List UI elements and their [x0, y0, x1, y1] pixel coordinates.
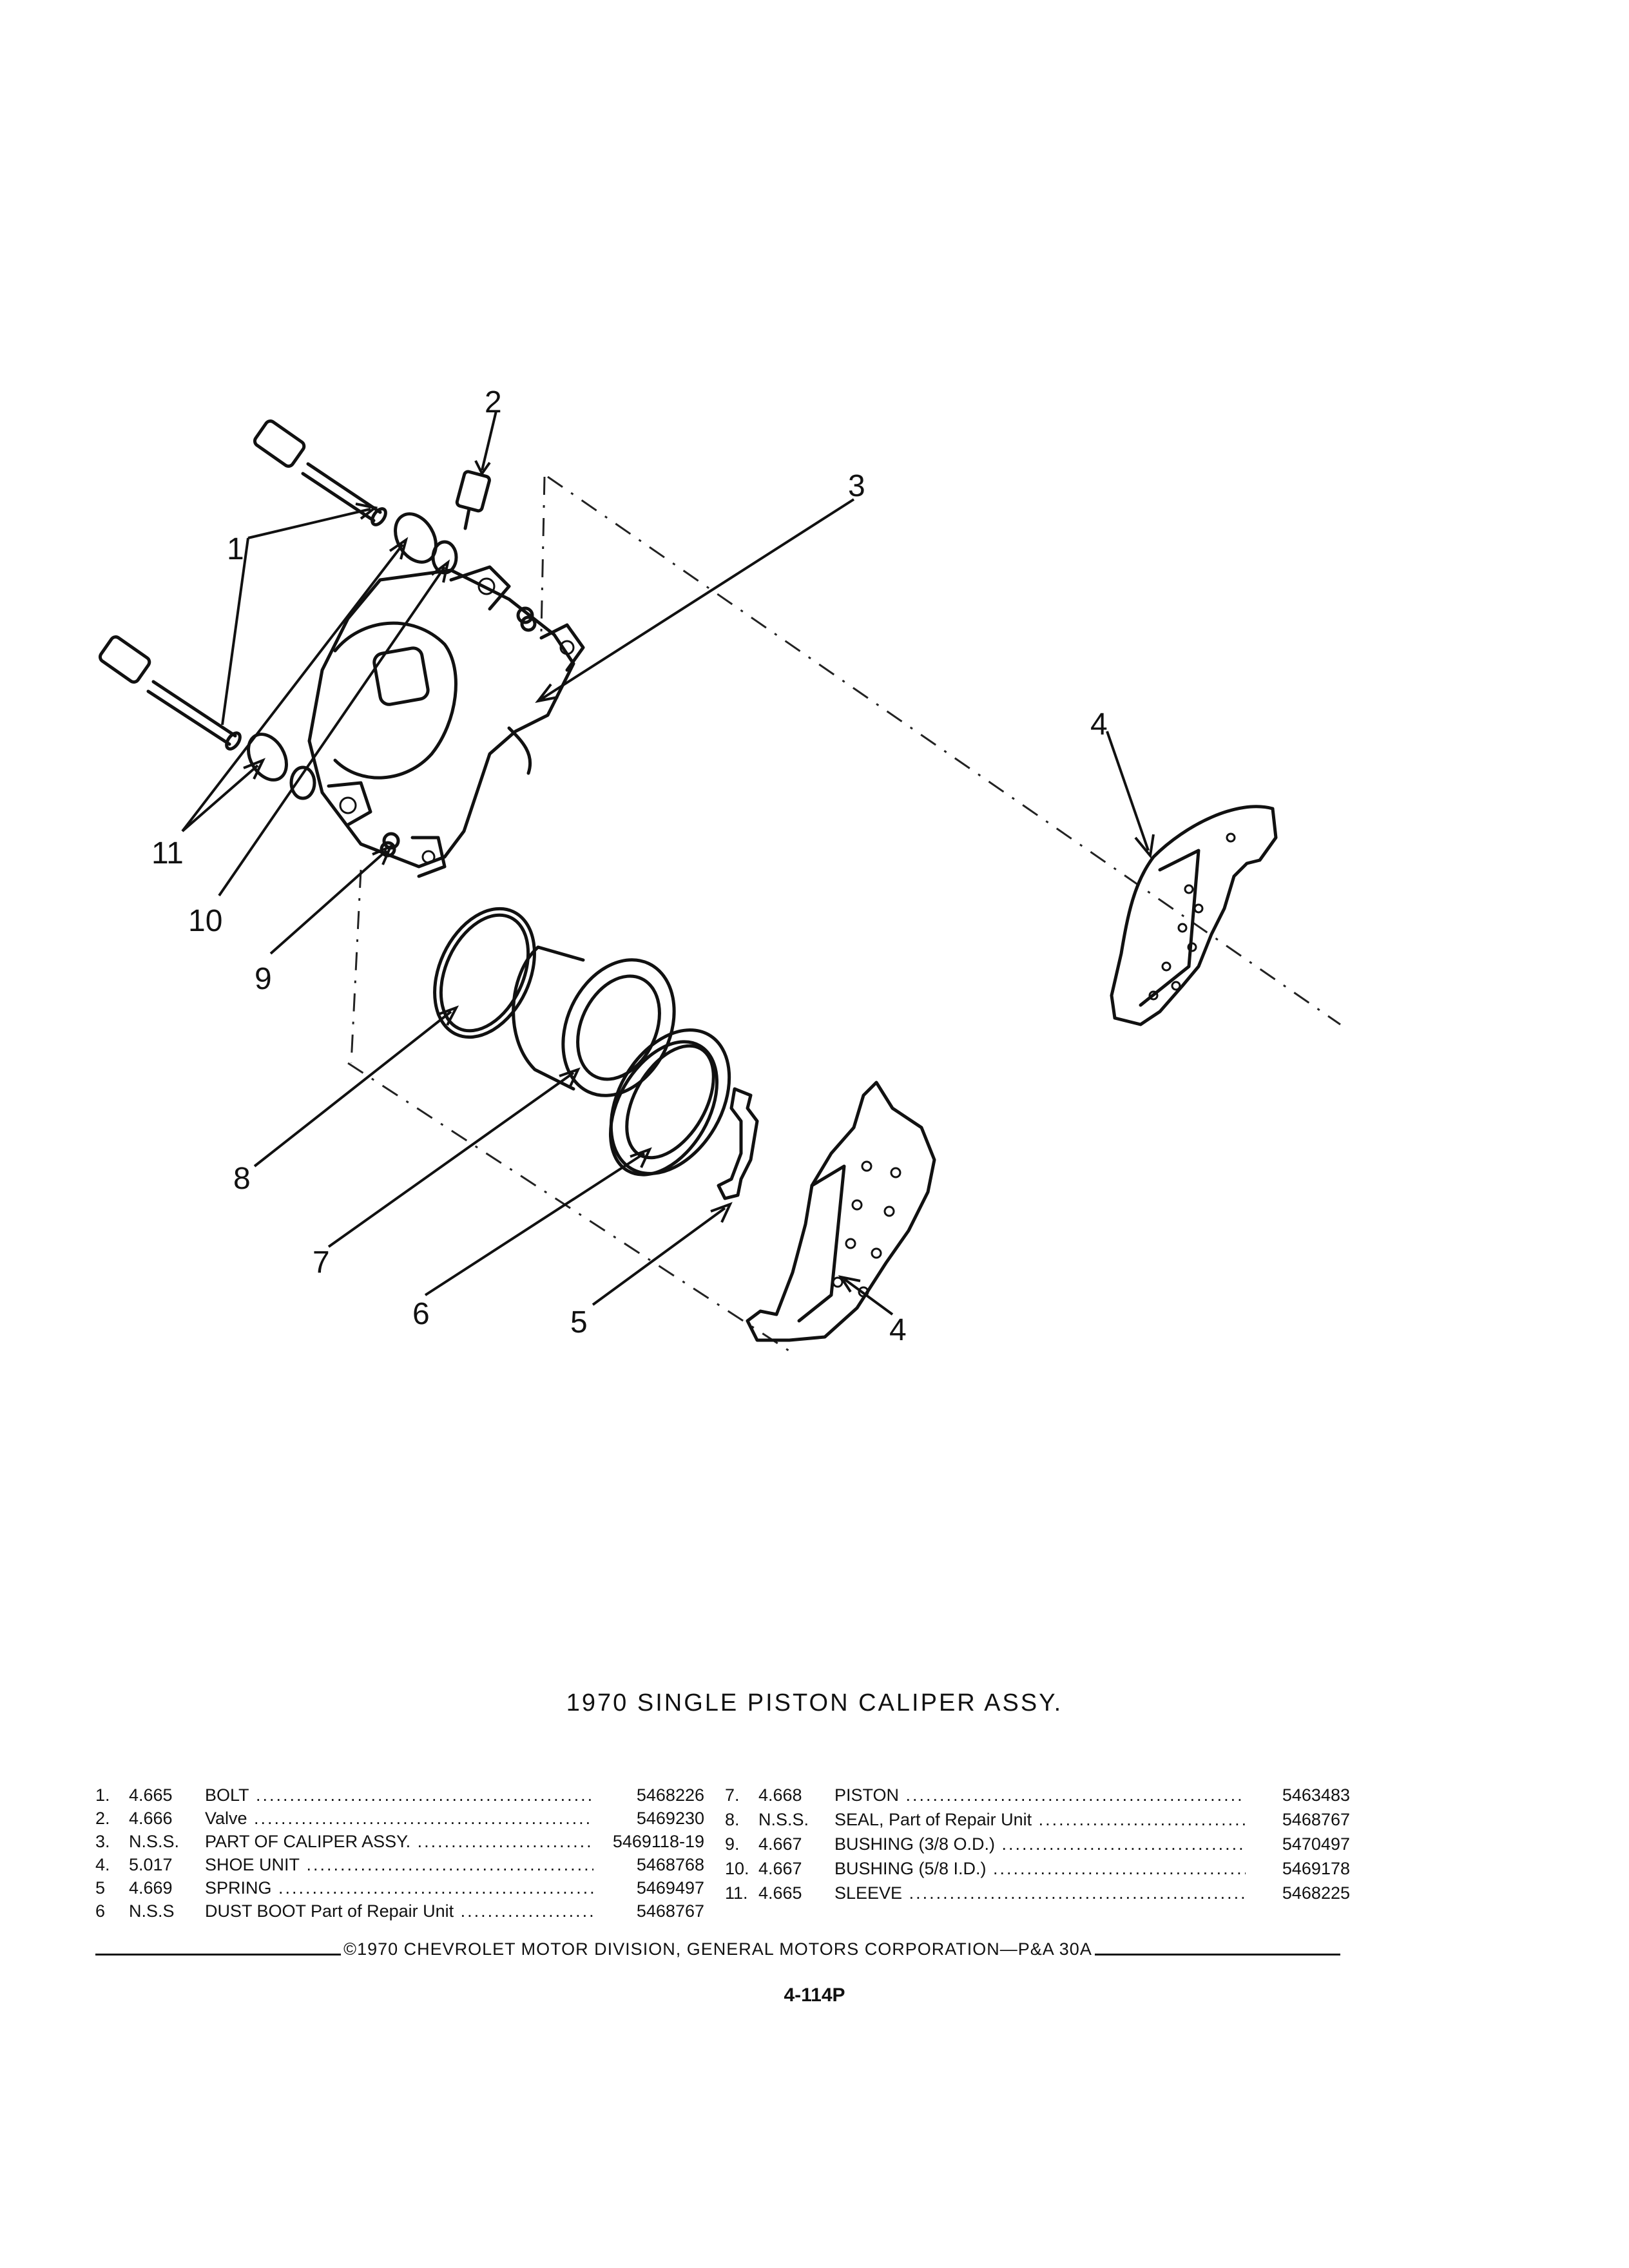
part-number: 5463483: [1282, 1785, 1350, 1805]
group-code: 4.667: [758, 1834, 802, 1854]
group-code: 4.666: [129, 1809, 173, 1828]
callout-8: 8: [233, 1162, 251, 1196]
parts-row: 11. 4.665 SLEEVE 5468225: [725, 1881, 1350, 1905]
callout-5: 5: [570, 1305, 588, 1340]
part-name: PART OF CALIPER ASSY.: [205, 1830, 593, 1853]
exploded-caliper-diagram: 1 2 3 4 4 5 6 7 8 9 10 11: [98, 385, 1341, 1354]
group-code: 4.665: [129, 1785, 173, 1805]
part-number: 5468767: [1282, 1810, 1350, 1829]
group-code: 4.667: [758, 1859, 802, 1878]
part-name: Valve: [205, 1807, 593, 1830]
group-code: 4.669: [129, 1878, 173, 1898]
parts-row: 6 N.S.S DUST BOOT Part of Repair Unit 54…: [95, 1899, 704, 1923]
rule-right: [1094, 1954, 1341, 1956]
parts-row: 10. 4.667 BUSHING (5/8 I.D.) 5469178: [725, 1857, 1350, 1880]
centerline-upper: [547, 476, 1341, 1026]
assembly-title: 1970 SINGLE PISTON CALIPER ASSY.: [566, 1689, 1063, 1716]
group-code: N.S.S: [129, 1901, 175, 1921]
spring-clip: [717, 1087, 759, 1200]
item-number: 6: [95, 1901, 106, 1921]
centerline-bracket-left: [350, 476, 546, 1064]
bleeder-valve: [455, 470, 491, 530]
callout-1: 1: [227, 532, 244, 566]
callout-3: 3: [848, 469, 865, 503]
part-number: 5469178: [1282, 1859, 1350, 1878]
callout-6: 6: [412, 1297, 430, 1331]
group-code: N.S.S.: [129, 1832, 180, 1851]
callout-9: 9: [255, 962, 272, 996]
callout-2: 2: [485, 385, 502, 419]
caliper-body: [307, 565, 585, 878]
part-number: 5470497: [1282, 1834, 1350, 1854]
callout-7: 7: [313, 1245, 330, 1280]
shoe-upper: [1110, 805, 1278, 1026]
piston: [512, 945, 676, 1097]
parts-row: 9. 4.667 BUSHING (3/8 O.D.) 5470497: [725, 1832, 1350, 1856]
callout-10: 10: [188, 904, 222, 938]
group-code: 5.017: [129, 1855, 173, 1874]
part-name: SHOE UNIT: [205, 1853, 593, 1876]
callout-4-lower: 4: [889, 1313, 907, 1347]
parts-row: 3. N.S.S. PART OF CALIPER ASSY. 5469118-…: [95, 1830, 704, 1853]
item-number: 1.: [95, 1785, 110, 1805]
part-name: BUSHING (5/8 I.D.): [834, 1857, 1246, 1880]
part-number: 5468225: [1282, 1883, 1350, 1903]
part-number: 5469497: [636, 1878, 704, 1898]
part-number: 5468226: [636, 1785, 704, 1805]
part-number: 5468768: [636, 1855, 704, 1874]
group-code: 4.665: [758, 1883, 802, 1903]
sleeve-upper: [394, 512, 438, 564]
part-name: SEAL, Part of Repair Unit: [834, 1808, 1246, 1831]
part-name: SPRING: [205, 1876, 593, 1899]
group-code: N.S.S.: [758, 1810, 809, 1829]
part-name: SLEEVE: [834, 1881, 1246, 1905]
parts-row: 1. 4.665 BOLT 5468226: [95, 1783, 704, 1807]
item-number: 9.: [725, 1834, 740, 1854]
part-number: 5468767: [636, 1901, 704, 1921]
item-number: 10.: [725, 1859, 749, 1878]
parts-row: 5 4.669 SPRING 5469497: [95, 1876, 704, 1899]
shoe-lower: [746, 1081, 936, 1342]
parts-row: 2. 4.666 Valve 5469230: [95, 1807, 704, 1830]
callout-11: 11: [151, 836, 184, 870]
dust-boot: [608, 1028, 731, 1177]
callout-4-upper: 4: [1090, 707, 1108, 742]
item-number: 2.: [95, 1809, 110, 1828]
bushing-lower: [289, 765, 316, 800]
part-name: PISTON: [834, 1783, 1246, 1807]
parts-row: 7. 4.668 PISTON 5463483: [725, 1783, 1350, 1807]
sleeve-lower: [247, 733, 288, 782]
item-number: 3.: [95, 1832, 110, 1851]
item-number: 4.: [95, 1855, 110, 1874]
part-number: 5469118-19: [612, 1832, 704, 1851]
part-name: BOLT: [205, 1783, 593, 1807]
group-code: 4.668: [758, 1785, 802, 1805]
part-name: BUSHING (3/8 O.D.): [834, 1832, 1246, 1856]
rule-left: [95, 1954, 342, 1956]
copyright-line: ©1970 CHEVROLET MOTOR DIVISION, GENERAL …: [95, 1939, 1341, 1959]
leader-lines: [181, 410, 1155, 1316]
parts-row: 4. 5.017 SHOE UNIT 5468768: [95, 1853, 704, 1876]
item-number: 7.: [725, 1785, 740, 1805]
part-name: DUST BOOT Part of Repair Unit: [205, 1899, 593, 1923]
bolt-lower: [98, 635, 242, 751]
item-number: 8.: [725, 1810, 740, 1829]
piston-seal: [433, 907, 536, 1039]
item-number: 5: [95, 1878, 106, 1898]
page-number: 4-114P: [784, 1984, 845, 2006]
bushing-o-ring-upper: [520, 615, 537, 632]
parts-list-left: 1. 4.665 BOLT 5468226 2. 4.666 Valve 546…: [95, 1783, 704, 1923]
centerline-lower: [347, 1062, 793, 1354]
copyright-text: ©1970 CHEVROLET MOTOR DIVISION, GENERAL …: [343, 1939, 1092, 1959]
bolt-upper: [253, 419, 387, 526]
parts-list-right: 7. 4.668 PISTON 5463483 8. N.S.S. SEAL, …: [725, 1783, 1350, 1906]
parts-row: 8. N.S.S. SEAL, Part of Repair Unit 5468…: [725, 1808, 1350, 1831]
part-number: 5469230: [636, 1809, 704, 1828]
item-number: 11.: [725, 1883, 748, 1903]
